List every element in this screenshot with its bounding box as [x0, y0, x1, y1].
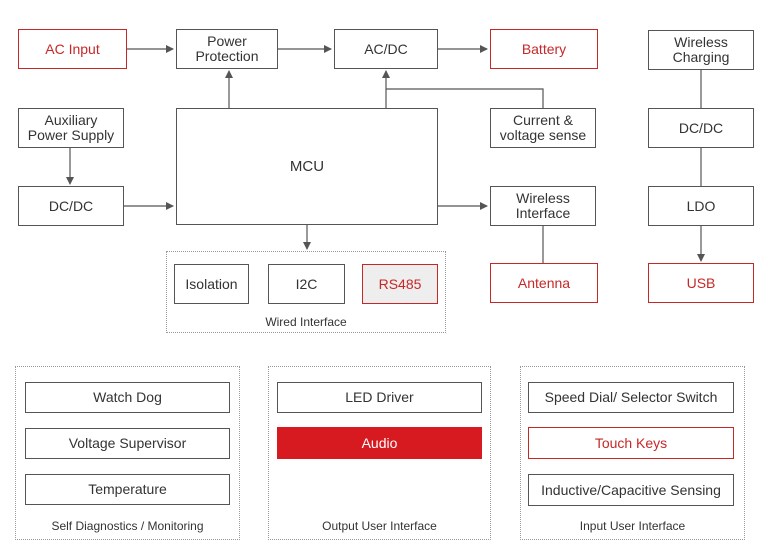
isolation-block: Isolation	[174, 264, 249, 304]
i2c-block: I2C	[268, 264, 345, 304]
input-user-interface-group	[520, 366, 745, 540]
audio-block: Audio	[277, 427, 482, 459]
power-protection-block: Power Protection	[176, 29, 278, 69]
dc-dc-left-block: DC/DC	[18, 186, 124, 226]
output-user-interface-group	[268, 366, 491, 540]
mcu-block: MCU	[176, 108, 438, 225]
voltage-supervisor-block: Voltage Supervisor	[25, 428, 230, 459]
input-user-interface-label: Input User Interface	[579, 519, 686, 533]
wired-interface-label: Wired Interface	[265, 315, 347, 329]
self-diagnostics-label: Self Diagnostics / Monitoring	[51, 519, 204, 533]
temperature-block: Temperature	[25, 474, 230, 505]
line-sense	[386, 88, 544, 108]
battery-block: Battery	[490, 29, 598, 69]
wireless-charging-block: Wireless Charging	[648, 30, 754, 70]
wired-interface-group	[166, 251, 446, 333]
rs485-block: RS485	[362, 264, 438, 304]
wireless-interface-block: Wireless Interface	[490, 186, 596, 226]
ac-input-block: AC Input	[18, 29, 127, 69]
usb-block: USB	[648, 263, 754, 303]
auxiliary-power-block: Auxiliary Power Supply	[18, 108, 124, 148]
led-driver-block: LED Driver	[277, 382, 482, 413]
watch-dog-block: Watch Dog	[25, 382, 230, 413]
antenna-block: Antenna	[490, 263, 598, 303]
speed-dial-block: Speed Dial/ Selector Switch	[528, 382, 734, 413]
self-diagnostics-group	[15, 366, 240, 540]
inductive-capacitive-sensing-block: Inductive/Capacitive Sensing	[528, 474, 734, 506]
dc-dc-right-block: DC/DC	[648, 108, 754, 148]
ac-dc-block: AC/DC	[334, 29, 438, 69]
touch-keys-block: Touch Keys	[528, 427, 734, 459]
current-voltage-sense-block: Current & voltage sense	[490, 108, 596, 148]
output-user-interface-label: Output User Interface	[322, 519, 437, 533]
ldo-block: LDO	[648, 186, 754, 226]
